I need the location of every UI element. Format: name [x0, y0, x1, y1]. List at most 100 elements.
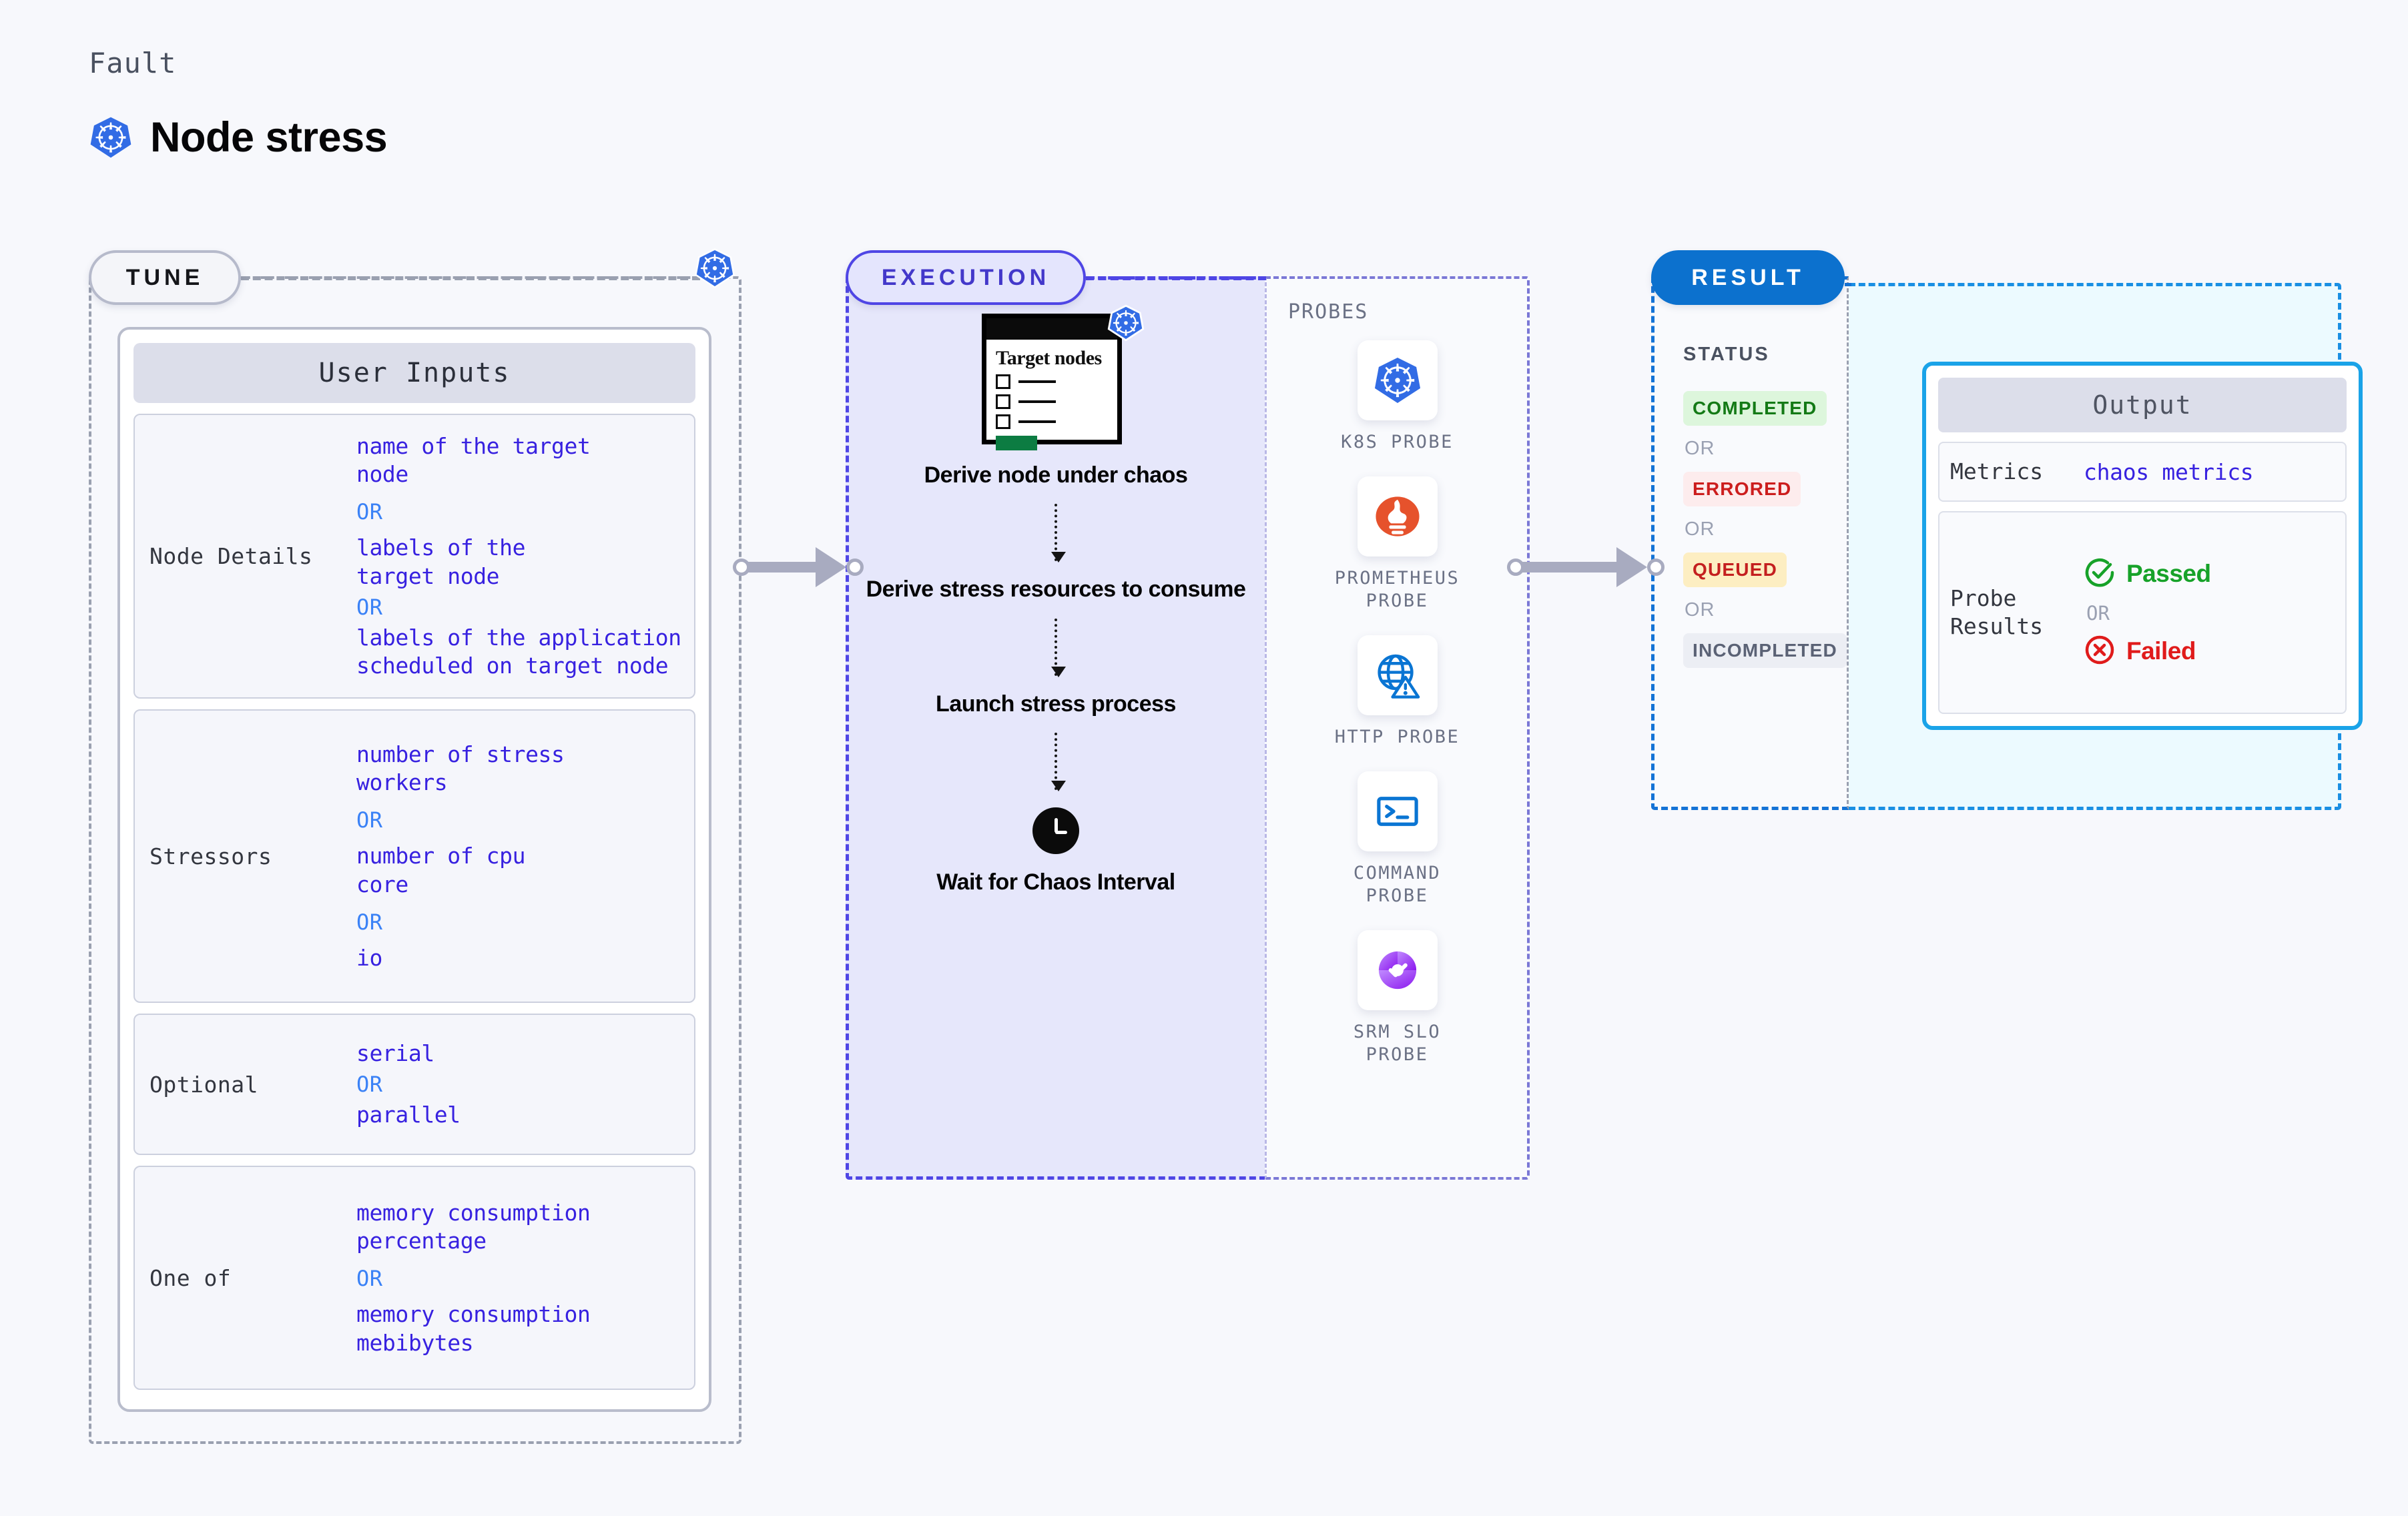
probe-result-failed-label: Failed [2126, 637, 2196, 665]
input-value: name of the target node [356, 433, 591, 488]
probe-item-command[interactable]: COMMAND PROBE [1311, 771, 1484, 907]
or-separator: OR [356, 594, 383, 620]
or-separator: OR [1685, 599, 1715, 621]
connector-line [1520, 562, 1624, 573]
input-group-optional[interactable]: Optional serial OR parallel [133, 1014, 695, 1156]
probe-item-http[interactable]: HTTP PROBE [1311, 635, 1484, 749]
input-value: labels of the target node [356, 534, 526, 589]
target-nodes-title: Target nodes [996, 347, 1102, 369]
clock-icon [1032, 807, 1079, 855]
input-value: number of cpu core [356, 843, 526, 897]
srm-slo-icon [1357, 930, 1438, 1011]
result-stage-container [1651, 276, 1849, 810]
input-value: serial [356, 1040, 434, 1067]
input-value: io [356, 944, 382, 971]
input-value: labels of the application scheduled on t… [356, 624, 681, 679]
or-separator: OR [1685, 438, 1715, 459]
probe-item-prometheus[interactable]: PROMETHEUS PROBE [1311, 476, 1484, 613]
connector-arrowhead [1616, 547, 1647, 587]
input-group-key: Node Details [149, 543, 313, 570]
or-separator: OR [356, 807, 383, 833]
connector-tune-to-execution [733, 547, 864, 587]
kubernetes-icon [1357, 340, 1438, 420]
probe-item-srm-slo[interactable]: SRM SLO PROBE [1311, 930, 1484, 1066]
tune-top-dash [241, 276, 700, 280]
stage-badge-result[interactable]: RESULT [1651, 250, 1845, 305]
kubernetes-icon [89, 115, 133, 159]
flow-arrow-icon [1051, 733, 1066, 792]
input-group-stressors[interactable]: Stressors number of stress workers OR nu… [133, 709, 695, 1004]
flow-arrow-icon [1051, 618, 1066, 677]
user-inputs-card: User Inputs Node Details name of the tar… [117, 327, 711, 1412]
flow-step-label: Derive node under chaos [924, 462, 1188, 488]
execution-flow: Target nodes [846, 304, 1266, 897]
flow-step-label: Launch stress process [936, 691, 1176, 717]
input-group-key: Optional [149, 1071, 258, 1098]
green-bar-indicator [996, 435, 1037, 450]
probe-result-failed: Failed [2084, 634, 2335, 669]
status-badge-errored: ERRORED [1683, 472, 1801, 506]
connector-arrowhead [816, 547, 846, 587]
status-title: STATUS [1683, 344, 1770, 365]
connector-line [746, 562, 824, 573]
input-value: memory consumption percentage [356, 1199, 591, 1254]
output-row-metrics: Metrics chaos metrics [1938, 442, 2347, 502]
kubernetes-icon [1107, 304, 1145, 344]
or-separator: OR [356, 499, 383, 525]
input-value: parallel [356, 1102, 461, 1128]
checkbox-row [996, 394, 1117, 409]
input-value: memory consumption mebibytes [356, 1301, 591, 1356]
connector-dot [1647, 558, 1665, 576]
probe-result-passed-label: Passed [2126, 560, 2211, 588]
fault-title-row: Node stress [89, 113, 388, 161]
status-list: COMPLETED OR ERRORED OR QUEUED OR INCOMP… [1683, 391, 1847, 668]
connector-dot [846, 558, 864, 576]
probe-list: K8S PROBE PROMETHEUS PROBE [1265, 340, 1530, 1066]
output-key: Probe Results [1950, 585, 2044, 640]
page-title: Node stress [150, 114, 388, 161]
connector-dot [733, 558, 750, 576]
check-circle-icon [2084, 556, 2116, 591]
placeholder-line [1018, 400, 1056, 403]
window-titlebar [986, 318, 1117, 340]
input-group-node-details[interactable]: Node Details name of the target node OR … [133, 414, 695, 699]
probe-label: COMMAND PROBE [1353, 863, 1442, 907]
probes-container [1265, 276, 1530, 1180]
status-badge-incompleted: INCOMPLETED [1683, 633, 1847, 668]
or-separator: OR [356, 1072, 383, 1098]
connector-execution-to-result [1507, 547, 1665, 587]
probe-label: SRM SLO PROBE [1353, 1022, 1442, 1066]
input-group-one-of[interactable]: One of memory consumption percentage OR … [133, 1166, 695, 1391]
probes-title: PROBES [1288, 300, 1369, 324]
or-separator: OR [356, 1266, 383, 1292]
result-top-dash [1845, 283, 1851, 286]
kubernetes-icon [694, 248, 735, 292]
checkbox-icon [996, 374, 1010, 389]
user-inputs-title: User Inputs [133, 343, 695, 403]
output-key: Metrics [1950, 458, 2044, 484]
flow-arrow-icon [1051, 504, 1066, 563]
checkbox-row [996, 374, 1117, 389]
probe-item-k8s[interactable]: K8S PROBE [1311, 340, 1484, 454]
probe-label: HTTP PROBE [1334, 727, 1460, 748]
fault-label: Fault [89, 47, 177, 79]
status-badge-queued: QUEUED [1683, 552, 1787, 587]
input-group-key: Stressors [149, 843, 272, 869]
prometheus-icon [1357, 476, 1438, 557]
connector-dot [1507, 558, 1524, 576]
or-separator: OR [1685, 518, 1715, 540]
execution-top-dash [1086, 276, 1266, 280]
input-value: number of stress workers [356, 741, 565, 796]
output-value: chaos metrics [2084, 458, 2254, 485]
stage-badge-execution[interactable]: EXECUTION [846, 250, 1086, 305]
input-group-key: One of [149, 1264, 232, 1291]
or-separator: OR [2086, 602, 2110, 625]
output-card: Output Metrics chaos metrics Probe Resul… [1922, 362, 2363, 730]
placeholder-line [1018, 380, 1056, 383]
output-title: Output [1938, 378, 2347, 432]
terminal-icon [1357, 771, 1438, 852]
stage-badge-tune[interactable]: TUNE [89, 250, 241, 305]
checkbox-icon [996, 394, 1010, 409]
output-row-probe-results: Probe Results Passed OR [1938, 511, 2347, 714]
placeholder-line [1018, 420, 1056, 423]
